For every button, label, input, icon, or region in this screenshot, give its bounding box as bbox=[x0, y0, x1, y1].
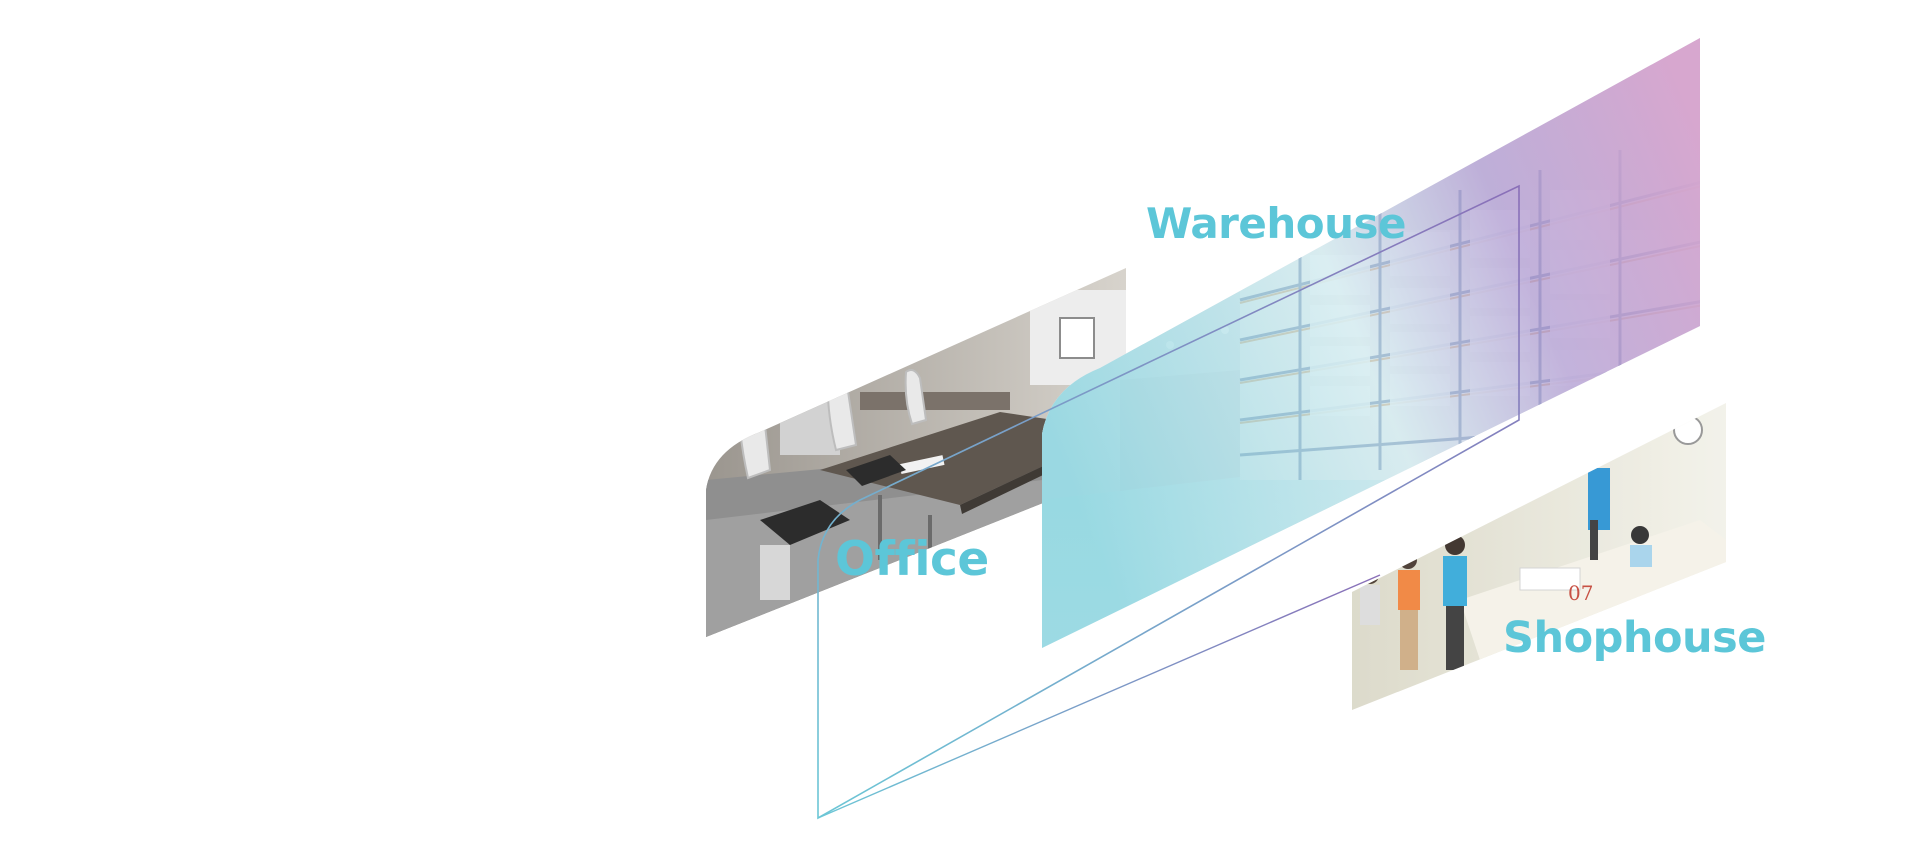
warehouse-label: Warehouse bbox=[1146, 199, 1407, 248]
frame-guide-line bbox=[817, 574, 1381, 819]
shophouse-label: Shophouse bbox=[1503, 613, 1766, 663]
counter-number: 07 bbox=[1568, 581, 1593, 605]
frame-outline bbox=[817, 184, 1520, 820]
office-label: Office bbox=[835, 532, 989, 587]
